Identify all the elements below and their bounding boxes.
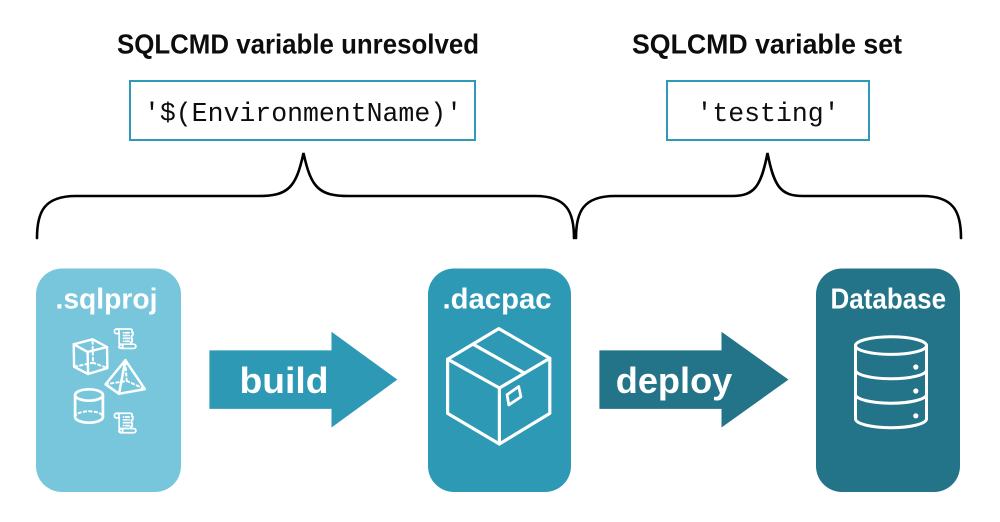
svg-text:Database: Database bbox=[831, 284, 947, 316]
svg-text:build: build bbox=[240, 360, 329, 401]
svg-text:.sqlproj: .sqlproj bbox=[56, 284, 158, 316]
svg-text:'$(EnvironmentName)': '$(EnvironmentName)' bbox=[144, 99, 462, 129]
svg-text:.dacpac: .dacpac bbox=[443, 284, 552, 316]
svg-text:deploy: deploy bbox=[616, 360, 733, 401]
svg-text:SQLCMD variable set: SQLCMD variable set bbox=[632, 29, 902, 60]
svg-text:'testing': 'testing' bbox=[696, 99, 839, 129]
svg-text:SQLCMD variable unresolved: SQLCMD variable unresolved bbox=[117, 29, 479, 60]
